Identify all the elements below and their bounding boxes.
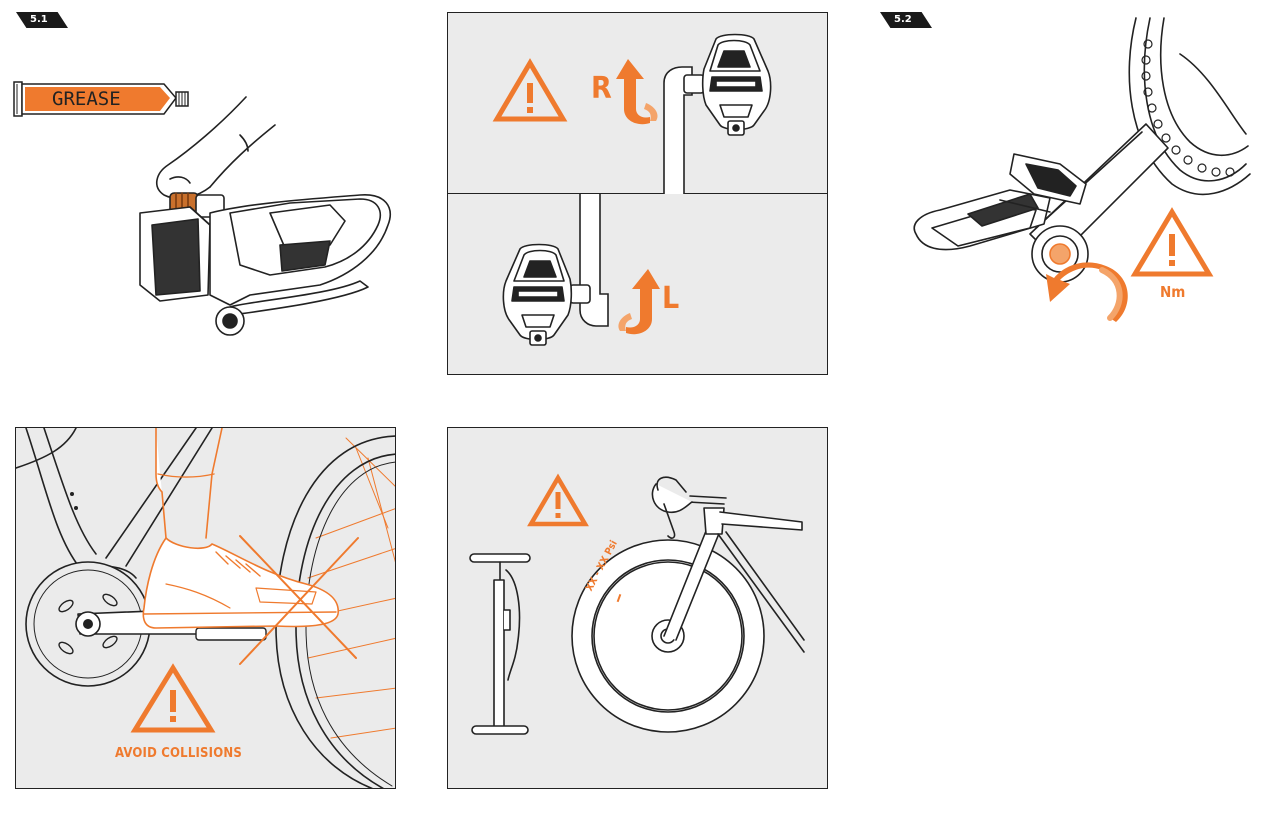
left-pedal-label: L [662,281,680,316]
pedal-icon [502,243,591,346]
pedal-grease-illustration [130,95,400,345]
warning-triangle-icon [130,663,216,733]
rotation-arrow-icon [618,269,660,335]
pedal-install-panel: R L [447,12,828,375]
bicycle-frame-illustration [16,428,395,788]
warning-triangle-icon [492,58,568,122]
collision-panel: AVOID COLLISIONS [15,427,396,789]
tire-pressure-panel: XX - XX Psi [447,427,828,789]
step-number: 5.2 [894,14,912,25]
right-pedal-label: R [591,71,612,106]
warning-triangle-icon [527,473,589,527]
step-tag-5-1: 5.1 [16,12,68,28]
bicycle-icon [571,476,805,733]
grease-label: GREASE [52,88,121,110]
rotation-arrow-icon [616,59,658,125]
step-tag-5-2: 5.2 [880,12,932,28]
avoid-collisions-label: AVOID COLLISIONS [115,746,242,761]
torque-illustration [910,14,1255,334]
panel-divider [448,193,827,194]
step-number: 5.1 [30,14,48,25]
grease-tube-icon: GREASE [13,78,190,122]
floor-pump-icon [469,553,531,735]
pedal-icon [683,33,772,136]
torque-label: Nm [1160,283,1186,301]
warning-triangle-icon [1130,207,1214,277]
